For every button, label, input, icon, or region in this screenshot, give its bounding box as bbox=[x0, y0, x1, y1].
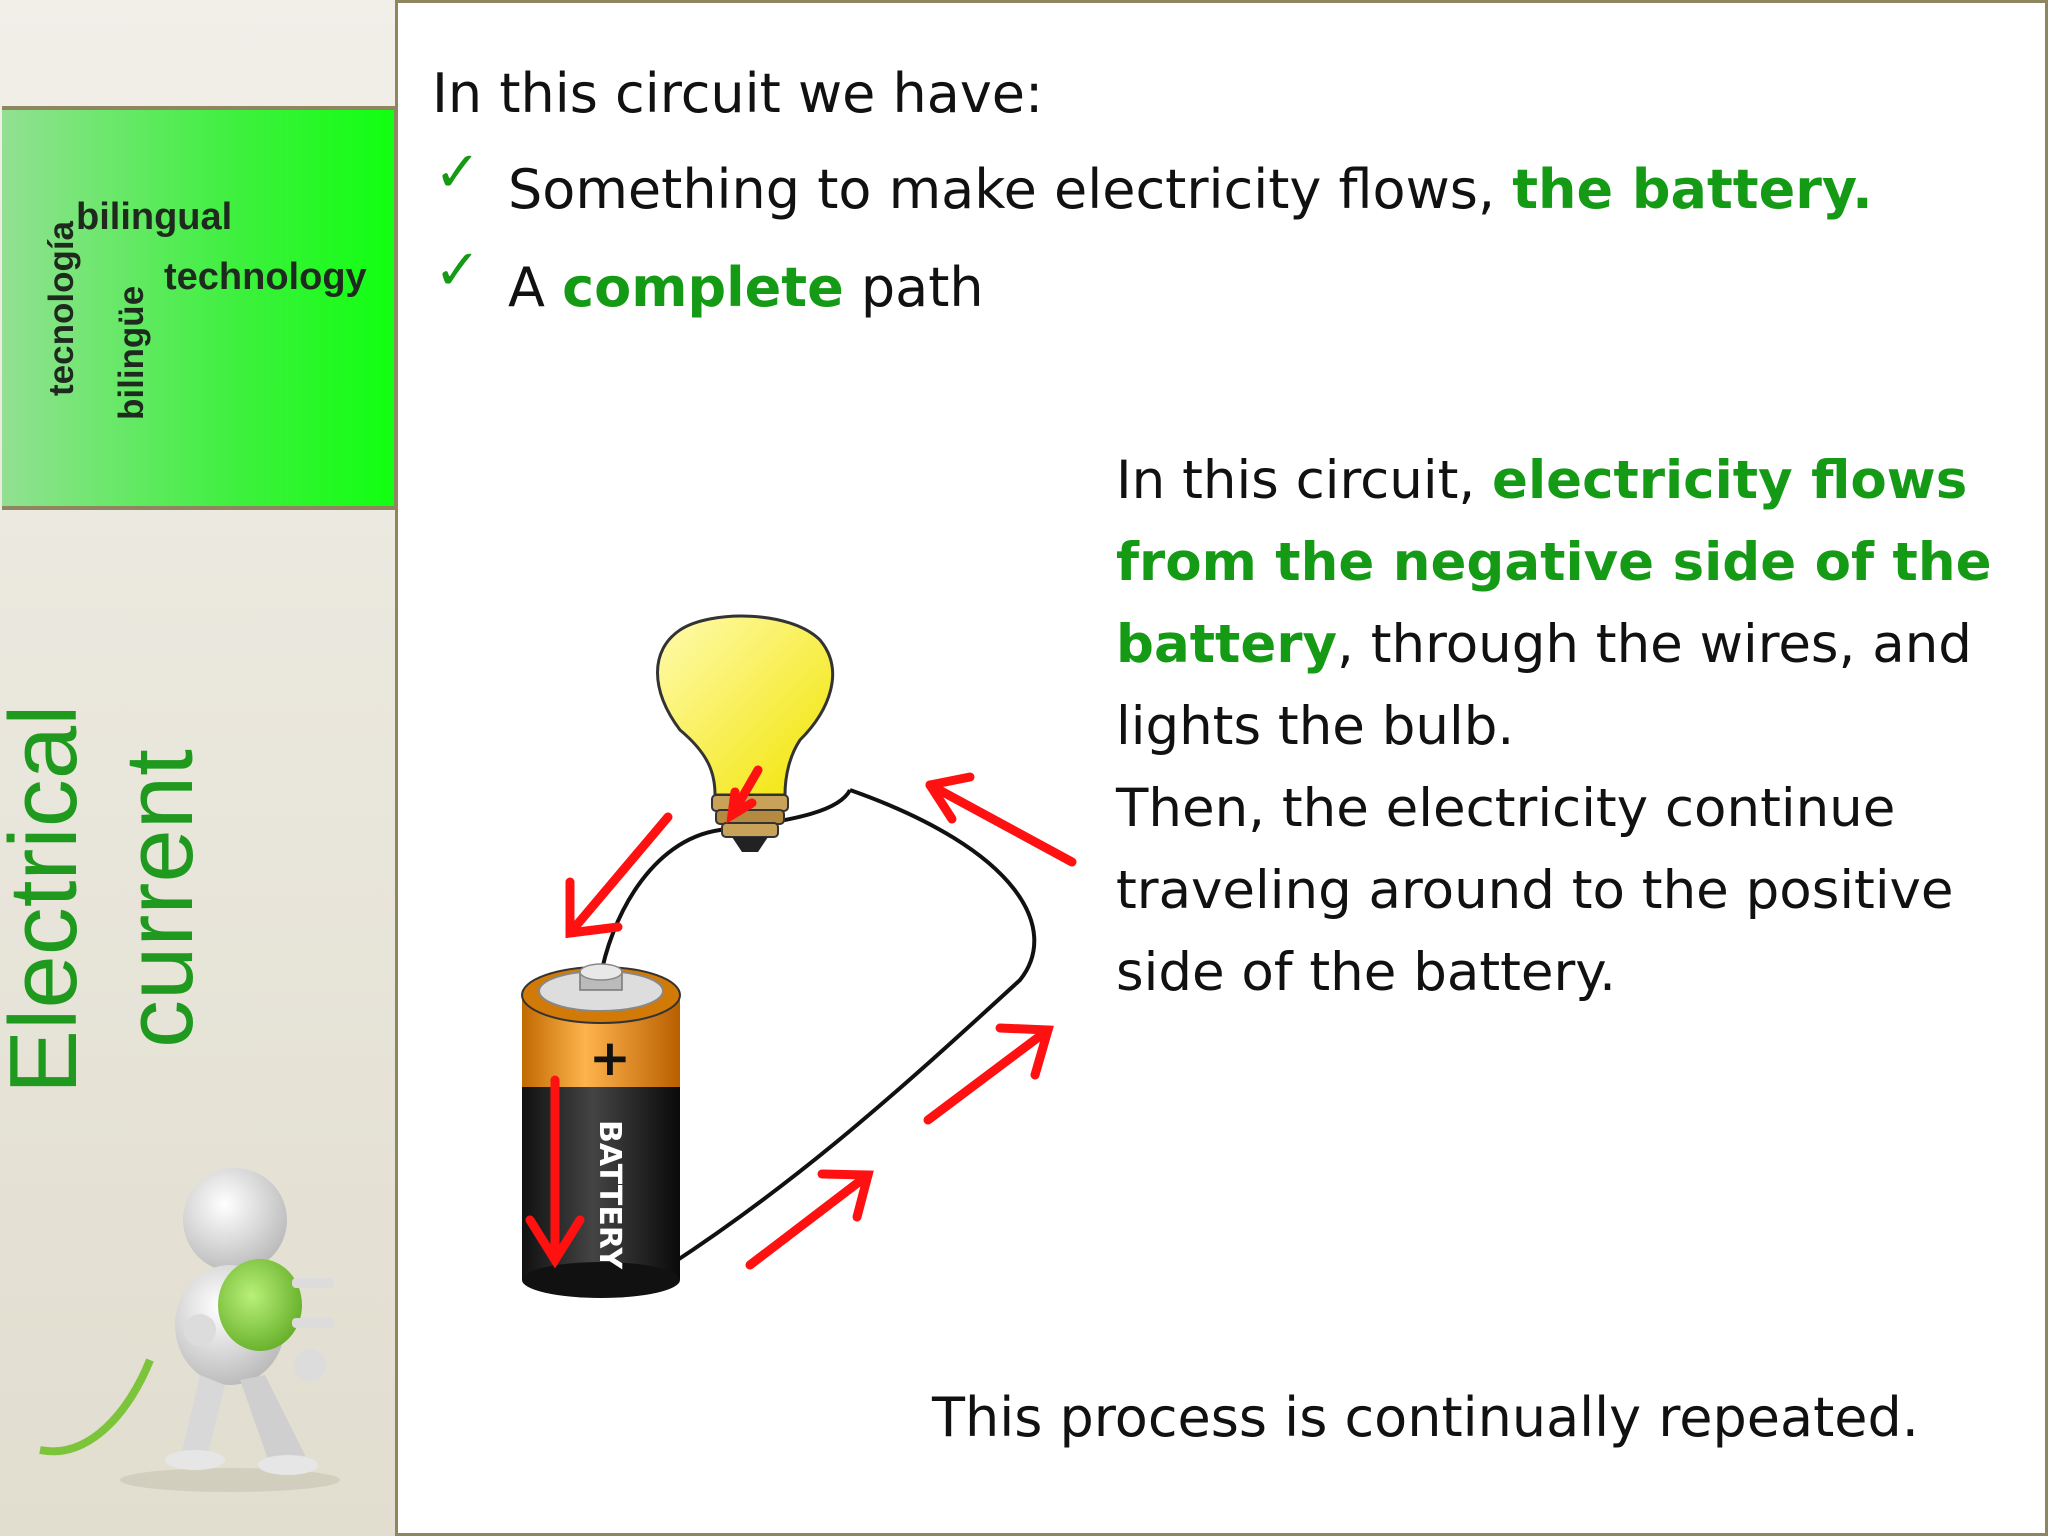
logo-word-technology: technology bbox=[164, 256, 367, 298]
circuit-wire bbox=[668, 788, 1037, 1267]
arrow-icon bbox=[726, 765, 763, 824]
arrow-icon bbox=[525, 1075, 585, 1269]
logo-word-bilingue: bilingüe bbox=[112, 285, 151, 420]
mascot-with-plug-illustration bbox=[39, 1168, 340, 1492]
explanation-paragraph-2: Then, the electricity continue traveling… bbox=[1116, 778, 1954, 1003]
sidebar: tecnología bilingüe bilingual technology… bbox=[0, 0, 398, 1536]
bullet-text-suffix: path bbox=[843, 256, 984, 319]
bullet-text: Something to make electricity flows, bbox=[508, 158, 1513, 221]
sidebar-title-line2: current bbox=[106, 749, 213, 1048]
logo-word-bilingual: bilingual bbox=[76, 196, 233, 238]
sidebar-title-line1: Electrical bbox=[0, 704, 97, 1094]
battery-label: BATTERY bbox=[592, 1120, 627, 1270]
arrow-icon bbox=[745, 1169, 874, 1270]
logo: tecnología bilingüe bilingual technology bbox=[2, 106, 398, 510]
heading: In this circuit we have: bbox=[432, 62, 1044, 125]
checkmark-icon: ✓ bbox=[434, 140, 481, 205]
current-arrows bbox=[525, 765, 1077, 1270]
bullet-highlight: the battery. bbox=[1512, 158, 1873, 221]
circuit-diagram: + BATTERY bbox=[521, 614, 1077, 1298]
explanation-text: In this circuit, electricity flows from … bbox=[1116, 440, 2016, 1014]
battery-icon: + BATTERY bbox=[521, 963, 681, 1298]
arrow-icon bbox=[923, 1023, 1054, 1125]
explanation-suffix: , through the wires, and lights the bulb… bbox=[1116, 614, 1972, 757]
bullet-text: A bbox=[508, 256, 563, 319]
arrow-icon bbox=[565, 812, 673, 939]
battery-plus-sign: + bbox=[589, 1029, 631, 1087]
bullet-highlight: complete bbox=[562, 256, 844, 319]
explanation-prefix: In this circuit, bbox=[1116, 450, 1493, 511]
footer-note: This process is continually repeated. bbox=[932, 1386, 1919, 1449]
explanation-highlight: electricity flows from the negative side… bbox=[1116, 450, 1992, 675]
checkmark-icon: ✓ bbox=[434, 238, 481, 303]
arrow-icon bbox=[925, 772, 1077, 867]
logo-word-tecnologia: tecnología bbox=[42, 220, 81, 396]
explanation-paragraph-1: In this circuit, electricity flows from … bbox=[1116, 440, 2016, 768]
